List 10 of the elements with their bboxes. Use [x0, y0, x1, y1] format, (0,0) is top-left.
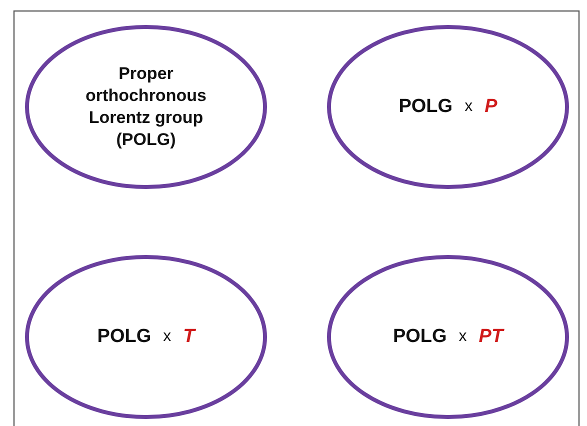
- group-label: POLG: [97, 326, 152, 348]
- group-label: POLG: [398, 96, 453, 118]
- operator-label: T: [183, 326, 195, 348]
- product-symbol: x: [458, 328, 467, 346]
- group-label: POLG: [392, 326, 447, 348]
- product-symbol: x: [464, 98, 473, 116]
- operator-label: PT: [478, 326, 504, 348]
- product-symbol: x: [163, 328, 172, 346]
- group-label: Proper orthochronous Lorentz group (POLG): [84, 62, 208, 152]
- operator-label: P: [484, 96, 498, 118]
